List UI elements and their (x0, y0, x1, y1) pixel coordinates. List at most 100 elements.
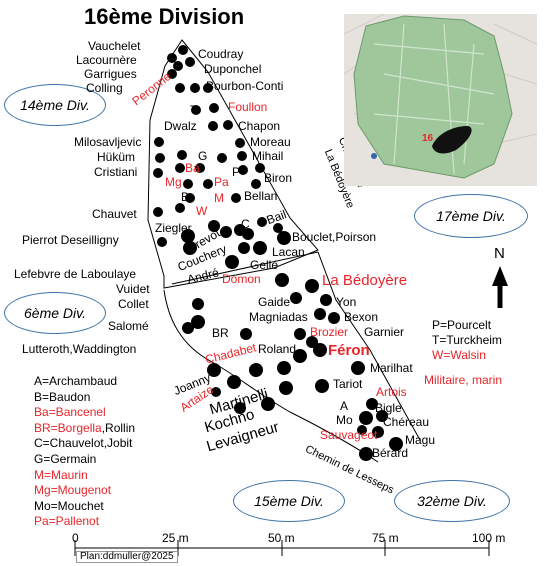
grave-marker (372, 426, 384, 438)
grave-marker (305, 279, 319, 293)
grave-marker (220, 226, 232, 238)
grave-label: Vuidet (116, 282, 150, 296)
grave-marker (242, 228, 254, 240)
grave-marker (251, 179, 261, 189)
grave-marker (223, 120, 233, 130)
grave-label: Gaide (258, 295, 291, 309)
scale-tick-label: 0 (72, 531, 79, 545)
grave-label: P (232, 165, 241, 179)
grave-marker (257, 217, 267, 227)
grave-marker (320, 294, 332, 306)
grave-label: Domon (222, 272, 261, 286)
scale-bar (74, 540, 490, 556)
grave-label: Biron (264, 171, 293, 185)
grave-label: Colling (86, 81, 123, 95)
grave-label: Bexon (344, 310, 379, 324)
grave-marker (207, 363, 221, 377)
legend-entry: BR=Borgella (34, 420, 102, 435)
grave-marker (154, 137, 164, 147)
legend-entry: C=Chauvelot,Jobit (34, 436, 133, 451)
grave-marker (389, 437, 403, 451)
legend-entry: Mg=Mougenot (34, 483, 112, 498)
grave-marker (359, 447, 373, 461)
inset-map-drawing (344, 14, 537, 186)
division-32-oval: 32ème Div. (394, 480, 510, 522)
grave-marker (253, 241, 267, 255)
grave-marker (208, 121, 218, 131)
grave-marker (227, 375, 241, 389)
legend-entry: B=Baudon (34, 389, 91, 404)
grave-label: Pa (214, 175, 229, 189)
grave-label: W (196, 204, 208, 218)
scale-tick-label: 25 m (162, 531, 189, 545)
grave-label: A (340, 399, 349, 413)
grave-marker (294, 328, 306, 340)
grave-label: Brozier (310, 325, 349, 339)
grave-marker (167, 69, 177, 79)
division-17-label: 17ème Div. (436, 208, 506, 224)
grave-marker (217, 153, 227, 163)
grave-marker (238, 242, 250, 254)
grave-marker (183, 179, 193, 189)
division-14-label: 14ème Div. (20, 97, 90, 113)
grave-label: Chéreau (383, 415, 430, 429)
grave-label: Lutteroth,Waddington (22, 342, 137, 356)
division-6-label: 6ème Div. (24, 305, 86, 321)
grave-label: Cristiani (94, 165, 138, 179)
grave-marker (366, 398, 378, 410)
grave-label: Hüküm (97, 150, 136, 164)
grave-label: B (181, 190, 190, 204)
legend-entry: ,Rollin (101, 420, 136, 435)
grave-marker (157, 237, 167, 247)
grave-label: C (241, 217, 250, 231)
grave-marker (195, 163, 205, 173)
grave-label: Chapon (238, 119, 281, 133)
grave-label: Bourbon-Conti (206, 79, 284, 93)
grave-label: Sauvageot (320, 428, 378, 442)
grave-label: Marilhat (370, 361, 413, 375)
grave-label: Mo (336, 413, 353, 427)
grave-marker (293, 349, 307, 363)
grave-marker (181, 229, 195, 243)
park-area (353, 15, 513, 179)
grave-marker (240, 328, 252, 340)
grave-label: Collet (118, 297, 149, 311)
legend-entry: T=Turckheim (432, 333, 502, 347)
grave-label: T (190, 103, 198, 117)
grave-label: Artois (376, 385, 407, 399)
grave-marker (203, 179, 213, 189)
grave-label: Foullon (228, 100, 268, 114)
grave-marker (277, 231, 291, 245)
grave-marker (275, 273, 289, 287)
division-17-oval: 17ème Div. (414, 194, 528, 238)
location-inset-map: 16 (344, 14, 537, 186)
grave-marker (238, 165, 248, 175)
grave-label: Magu (405, 433, 436, 447)
map-credit: Plan:ddmuller@2025 (76, 551, 178, 563)
grave-label: BR (212, 326, 229, 340)
grave-label: Vauchelet (88, 39, 141, 53)
grave-marker (279, 381, 293, 395)
grave-label: Bouclet,Poirson (292, 230, 377, 244)
path-upper-divider (171, 251, 319, 285)
grave-marker (225, 255, 239, 269)
grave-label: Pierrot Deseilligny (22, 233, 119, 247)
grave-marker (357, 425, 367, 435)
grave-marker (175, 83, 185, 93)
grave-marker (328, 312, 340, 324)
grave-marker (175, 203, 185, 213)
legend-entry: Pa=Pallenot (34, 514, 100, 529)
grave-marker (351, 361, 365, 375)
grave-marker (203, 83, 213, 93)
grave-label: Tariot (333, 377, 363, 391)
division-16-marker (432, 126, 472, 154)
grave-marker (173, 61, 183, 71)
grave-marker (249, 363, 263, 377)
legend-entry: Mo=Mouchet (34, 498, 104, 513)
grave-marker (315, 379, 329, 393)
legend-entry: P=Pourcelt (432, 318, 492, 332)
grave-label: Chauvet (92, 207, 137, 221)
grave-marker (277, 361, 291, 375)
grave-marker (167, 53, 177, 63)
